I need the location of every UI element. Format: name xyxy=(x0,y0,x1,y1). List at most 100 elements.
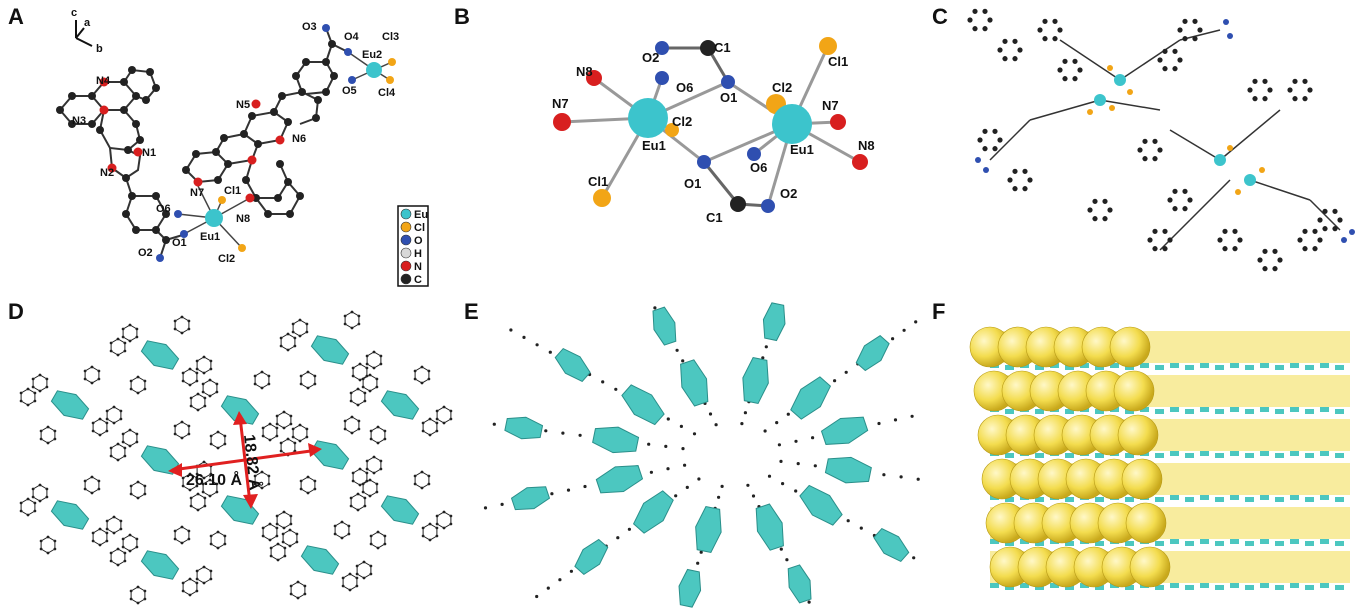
panel-a-molecule: c a b xyxy=(56,7,429,287)
n7-atom-right xyxy=(830,114,846,130)
o2-atom-top xyxy=(655,41,669,55)
svg-text:O2: O2 xyxy=(138,247,153,259)
panel-b: B xyxy=(450,0,930,300)
svg-text:N8: N8 xyxy=(858,138,875,153)
svg-text:N6: N6 xyxy=(292,133,306,145)
panel-letter-d: D xyxy=(8,299,24,324)
panel-b-atom-labels: N8 N7 O2 C1 O6 O1 Cl2 Eu1 Cl1 O1 C1 Cl2 … xyxy=(552,40,875,225)
legend-swatch xyxy=(400,273,412,285)
svg-text:O1: O1 xyxy=(172,237,187,249)
panel-a: A c a b xyxy=(0,0,440,300)
panel-letter-b: B xyxy=(454,4,470,29)
svg-text:O1: O1 xyxy=(684,176,701,191)
svg-text:O2: O2 xyxy=(780,186,797,201)
eu1-atom xyxy=(205,209,223,227)
c1-atom-bottom xyxy=(730,196,746,212)
svg-text:Eu1: Eu1 xyxy=(790,142,814,157)
legend-swatch xyxy=(400,260,412,272)
panel-e-framework xyxy=(483,302,920,608)
axis-a-label: a xyxy=(84,17,91,29)
svg-text:N7: N7 xyxy=(190,187,204,199)
svg-text:O4: O4 xyxy=(344,31,360,43)
n8-atom-left xyxy=(586,70,602,86)
svg-text:N5: N5 xyxy=(236,99,250,111)
svg-text:O1: O1 xyxy=(720,90,737,105)
panel-f-channels xyxy=(969,326,1350,590)
svg-text:O2: O2 xyxy=(642,50,659,65)
o1-atom-bottom xyxy=(697,155,711,169)
panel-b-dimer: N8 N7 O2 C1 O6 O1 Cl2 Eu1 Cl1 O1 C1 Cl2 … xyxy=(552,37,875,225)
panel-c-bonds xyxy=(989,29,1341,251)
panel-e-radial-network xyxy=(483,302,920,608)
svg-text:Cl1: Cl1 xyxy=(224,185,241,197)
svg-text:O6: O6 xyxy=(676,80,693,95)
legend-label: O xyxy=(414,235,423,247)
svg-text:N8: N8 xyxy=(236,213,250,225)
svg-text:N2: N2 xyxy=(100,167,114,179)
cl2-atom-left xyxy=(665,123,679,137)
svg-text:N7: N7 xyxy=(552,96,569,111)
channel-dimension-arrows xyxy=(168,411,322,509)
atoms-carbon xyxy=(56,40,338,244)
legend-swatch xyxy=(400,221,412,233)
panel-c: C xyxy=(930,0,1364,300)
legend-swatch xyxy=(400,247,412,259)
svg-text:O6: O6 xyxy=(750,160,767,175)
svg-text:N7: N7 xyxy=(822,98,839,113)
dimension-vertical-label: 18.82 Å xyxy=(240,433,265,491)
panel-d-ligand-network xyxy=(19,310,453,605)
axis-b-label: b xyxy=(96,43,103,55)
o6-atom-left xyxy=(655,71,669,85)
svg-text:Cl2: Cl2 xyxy=(218,253,235,265)
central-channel xyxy=(700,435,764,475)
panel-c-eu-atoms xyxy=(1094,74,1256,186)
panel-f-channel-array xyxy=(969,326,1350,590)
o6-atom-right xyxy=(747,147,761,161)
panel-d: D 26.10 Å 18.82 Å xyxy=(0,295,453,611)
legend-swatch xyxy=(400,234,412,246)
svg-text:N3: N3 xyxy=(72,115,86,127)
panel-f: F xyxy=(930,295,1364,611)
panel-letter-a: A xyxy=(8,4,24,29)
element-legend xyxy=(397,205,429,287)
svg-text:Cl4: Cl4 xyxy=(378,87,396,99)
svg-text:Cl1: Cl1 xyxy=(828,54,848,69)
o2-atom-bottom xyxy=(761,199,775,213)
svg-text:Cl2: Cl2 xyxy=(772,80,792,95)
panel-letter-e: E xyxy=(464,299,479,324)
crystal-axes-icon: c a b xyxy=(71,7,103,55)
svg-text:Eu1: Eu1 xyxy=(642,138,666,153)
legend-swatch xyxy=(400,208,412,220)
svg-text:Eu2: Eu2 xyxy=(362,49,382,61)
eu2-atom xyxy=(366,62,382,78)
panel-c-o-atoms xyxy=(975,19,1355,243)
atoms-nitrogen xyxy=(99,77,285,203)
svg-text:Cl2: Cl2 xyxy=(672,114,692,129)
c1-atom-top xyxy=(700,40,716,56)
svg-text:N8: N8 xyxy=(576,64,593,79)
atoms-chlorine xyxy=(218,58,396,252)
panel-e: E xyxy=(460,295,930,611)
axis-c-label: c xyxy=(71,7,77,19)
panel-d-framework: 26.10 Å 18.82 Å xyxy=(19,310,453,605)
cl1-atom-left xyxy=(593,189,611,207)
panel-a-atom-labels: N4 N3 N1 N2 N5 N6 N7 N8 Cl1 Cl2 Cl3 Cl4 … xyxy=(72,21,399,265)
panel-c-packing xyxy=(967,8,1355,272)
eu1-atom-right xyxy=(772,104,812,144)
n8-atom-right xyxy=(852,154,868,170)
svg-text:O5: O5 xyxy=(342,85,357,97)
o1-atom-top xyxy=(721,75,735,89)
svg-text:O6: O6 xyxy=(156,203,171,215)
legend-label: Cl xyxy=(414,222,425,234)
right-ligand-bonds xyxy=(185,27,349,215)
n7-atom-left xyxy=(553,113,571,131)
legend-label: C xyxy=(414,274,422,286)
svg-text:Cl3: Cl3 xyxy=(382,31,399,43)
svg-text:N4: N4 xyxy=(96,75,111,87)
panel-c-cl-atoms xyxy=(1087,65,1265,195)
panel-c-carbon-atoms xyxy=(967,8,1343,272)
panel-letter-c: C xyxy=(932,4,948,29)
legend-label: N xyxy=(414,261,422,273)
svg-text:C1: C1 xyxy=(714,40,731,55)
